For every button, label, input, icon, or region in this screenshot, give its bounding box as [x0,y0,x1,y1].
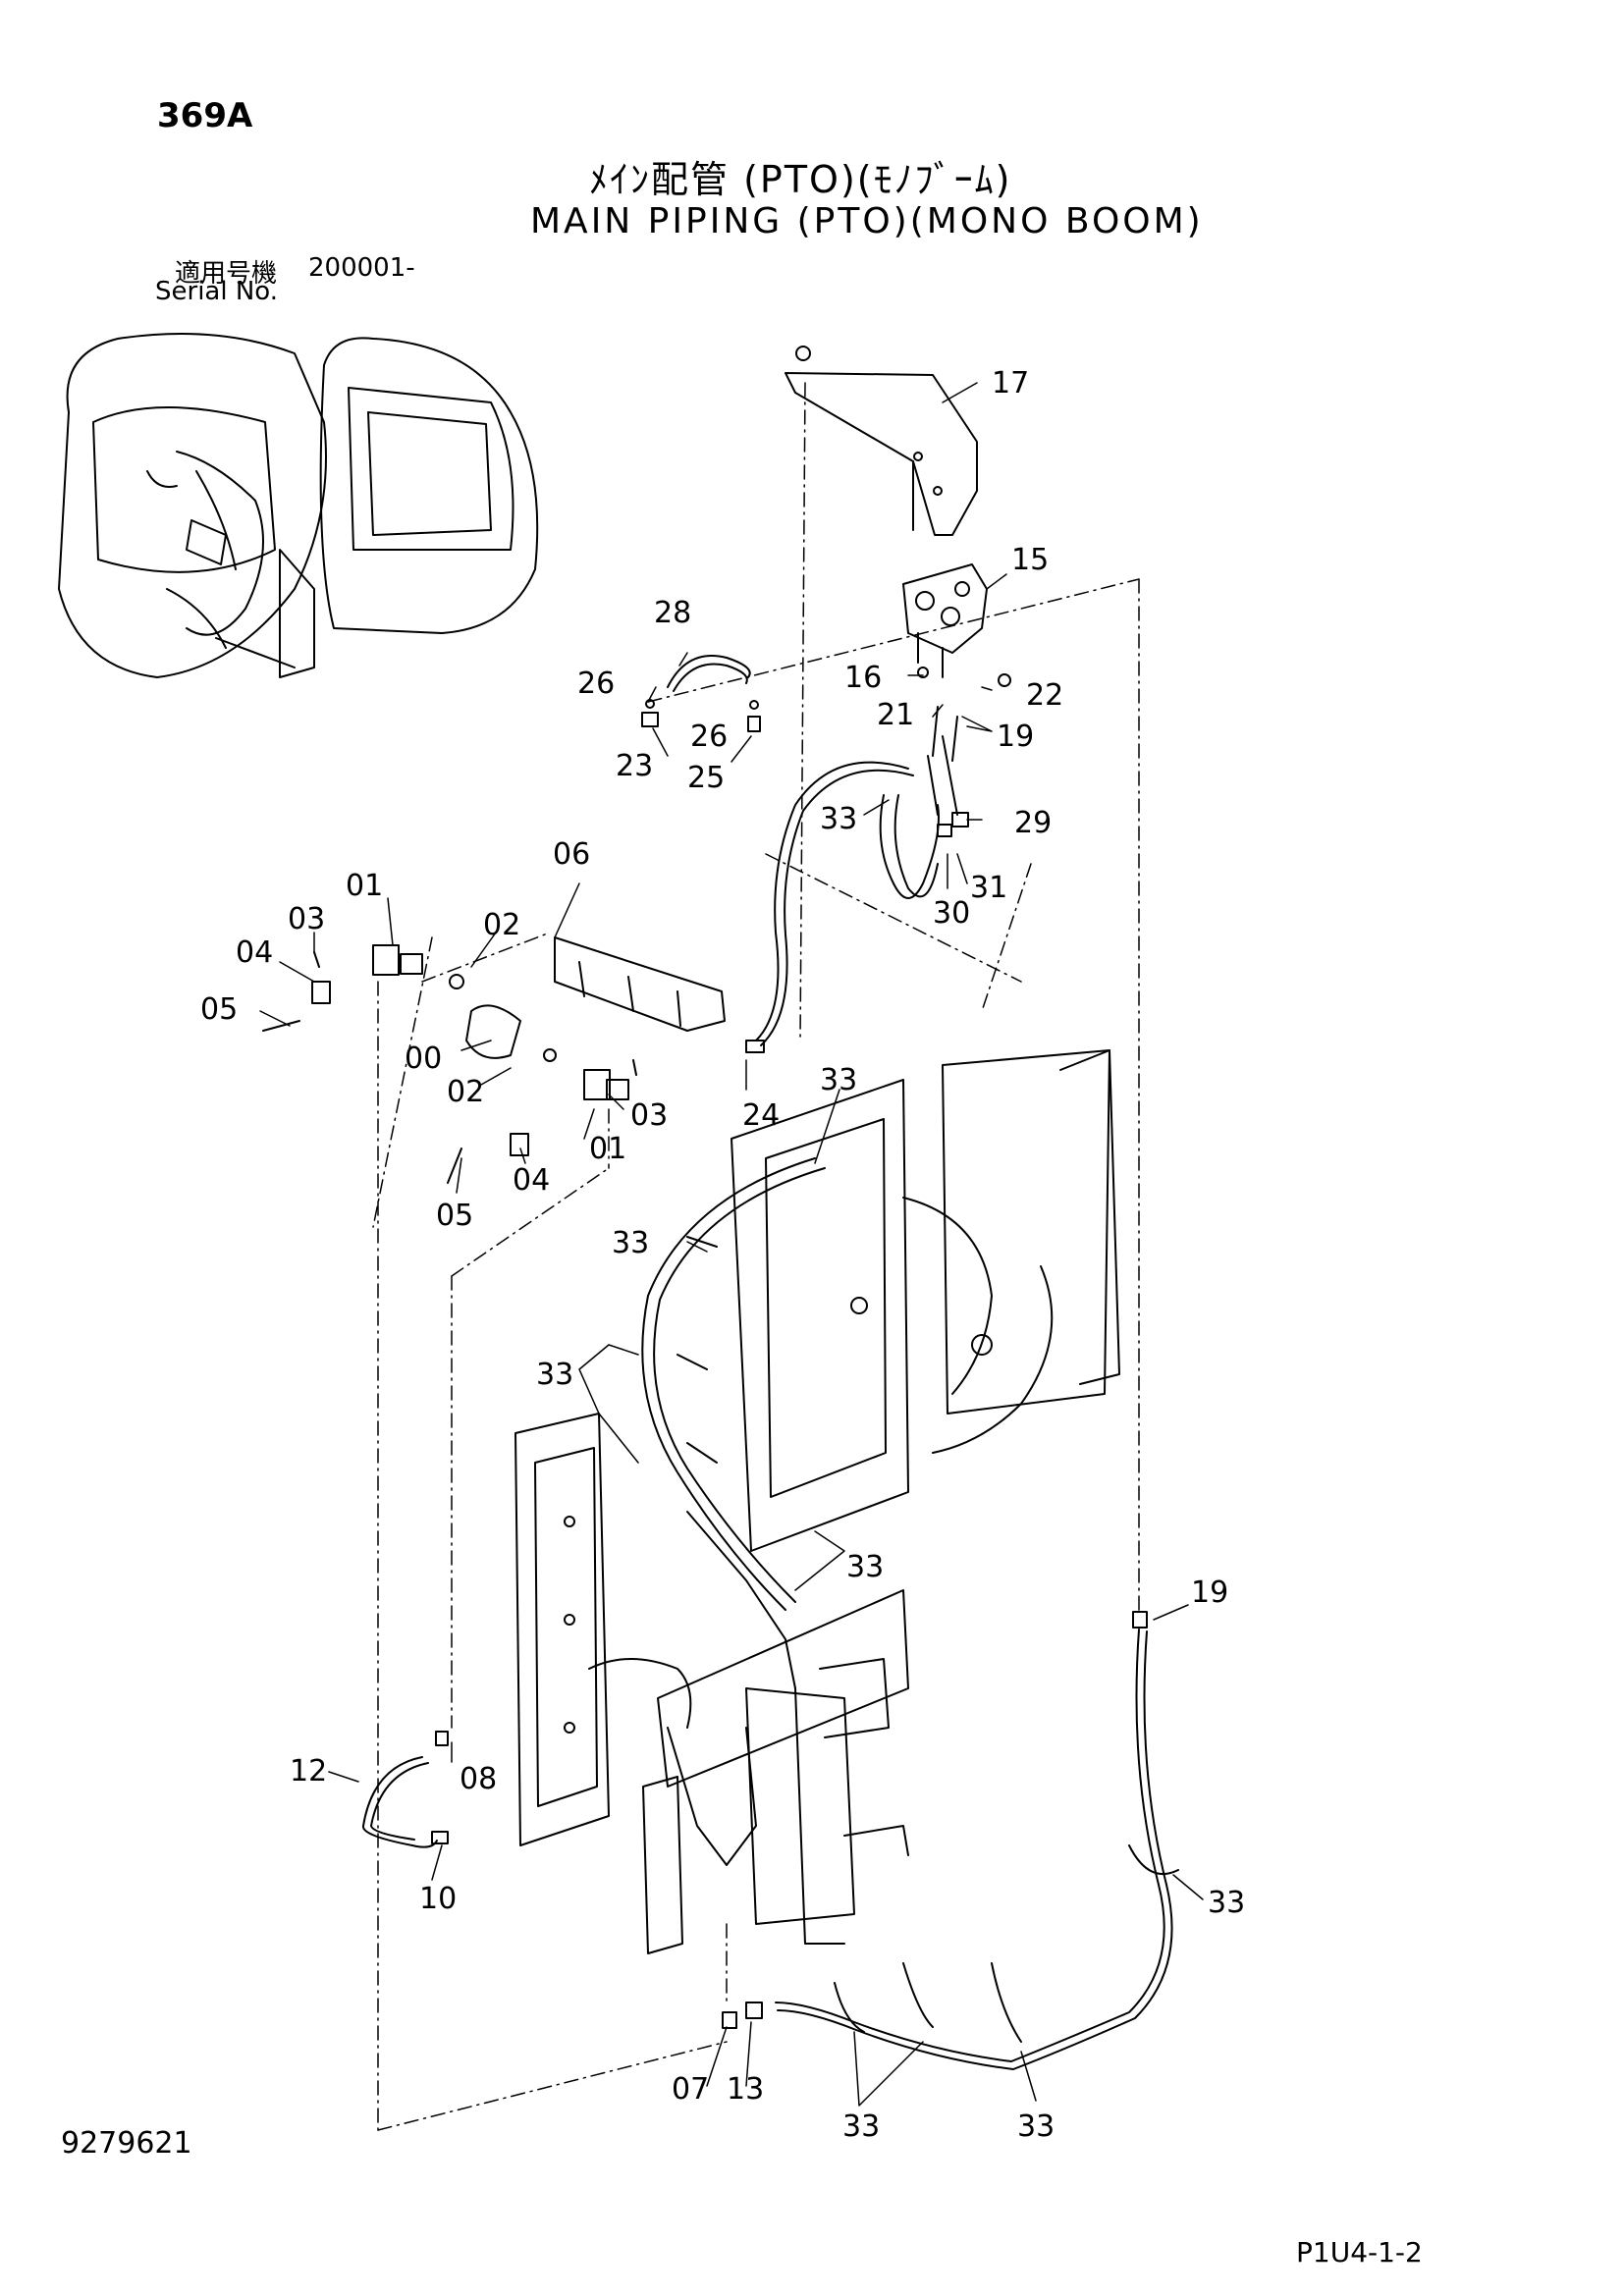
callout-19: 19 [1191,1575,1228,1610]
hose-right-long [722,1611,1179,2070]
callout-00: 00 [405,1041,442,1076]
callout-33: 33 [1208,1886,1245,1920]
callout-23: 23 [616,749,653,783]
callout-26: 26 [577,667,615,701]
callout-19: 19 [997,720,1034,754]
long-hose-upper [745,761,914,1053]
callout-08: 08 [460,1762,497,1796]
callout-labels: 00 01 01 02 02 03 03 04 04 05 05 06 07 0… [200,366,1245,2144]
callout-33: 33 [1017,2109,1055,2144]
callout-04: 04 [513,1163,550,1198]
callout-03: 03 [288,902,325,936]
callout-15: 15 [1011,543,1049,577]
valve-15 [902,563,1011,687]
callout-02: 02 [447,1075,484,1109]
callout-01: 01 [589,1132,626,1166]
callout-02: 02 [483,908,520,942]
leader-lines [259,382,1204,2107]
machine-overview-inset [58,333,539,678]
hose-28 [641,655,761,732]
serial-label-english: Serial No. [155,277,278,306]
callout-17: 17 [992,366,1029,400]
callout-33: 33 [820,1063,857,1097]
page-number: 369A [157,96,253,135]
frame-assembly [514,1049,1120,1954]
callout-26: 26 [690,720,728,754]
title-japanese: ﾒｲﾝ配管 (PTO)(ﾓﾉﾌﾞｰﾑ) [589,158,1012,201]
callout-10: 10 [419,1882,457,1916]
callout-16: 16 [844,661,882,695]
callout-33: 33 [846,1550,884,1584]
callout-03: 03 [630,1098,668,1133]
callout-25: 25 [687,761,725,795]
serial-label-japanese: 適用号機 [175,259,278,289]
callout-21: 21 [877,698,914,732]
callout-33: 33 [820,802,857,836]
callout-13: 13 [727,2072,764,2107]
sensor-assembly [262,936,726,1184]
callout-30: 30 [933,896,970,931]
figure-code: P1U4-1-2 [1296,2236,1423,2269]
callout-06: 06 [553,837,590,872]
drawing-number: 9279621 [61,2126,192,2161]
callout-24: 24 [742,1098,780,1133]
callout-07: 07 [672,2072,709,2107]
bracket-17 [785,346,978,536]
callout-12: 12 [290,1754,327,1789]
callout-05: 05 [436,1199,473,1233]
callout-05: 05 [200,992,238,1027]
hose-bundle-29-30-31 [879,706,969,899]
assembly-guide-lines [372,382,1140,2131]
callout-29: 29 [1014,806,1052,840]
callout-33: 33 [612,1226,649,1260]
serial-number-value: 200001- [308,253,415,283]
callout-28: 28 [654,596,691,630]
callout-33: 33 [536,1358,573,1392]
callout-31: 31 [970,871,1007,905]
callout-01: 01 [346,869,383,903]
callout-04: 04 [236,935,273,970]
hose-12 [362,1731,449,1848]
callout-33: 33 [842,2109,880,2144]
callout-22: 22 [1026,678,1063,713]
cable-loops [588,1157,1054,1729]
title-english: MAIN PIPING (PTO)(MONO BOOM) [530,201,1204,241]
